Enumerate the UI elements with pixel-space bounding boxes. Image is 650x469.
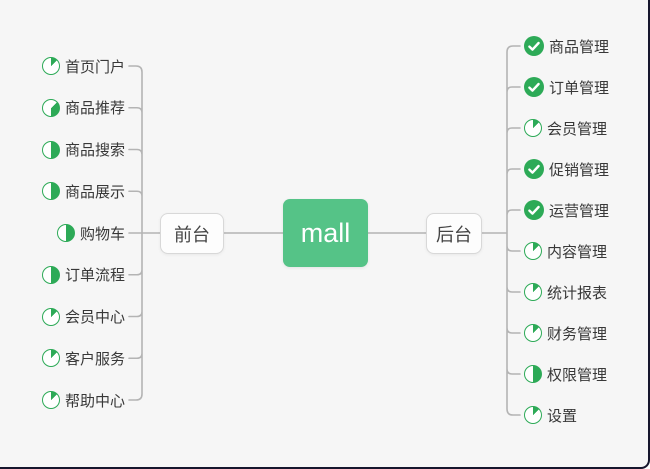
progress-pie-icon [524,406,542,424]
topic-label: 帮助中心 [64,392,125,410]
mindmap-topic-right-5[interactable]: 内容管理 [524,240,607,262]
node-mall[interactable]: mall [283,199,368,267]
done-check-icon [524,159,544,179]
progress-pie-icon [524,283,542,301]
topic-label: 设置 [547,407,578,425]
progress-pie-icon [41,391,60,409]
topic-label: 商品搜索 [64,142,125,159]
progress-pie-icon [524,365,542,383]
progress-pie-icon [41,98,60,117]
topic-label: 购物车 [79,225,125,243]
mindmap-topic-left-4[interactable]: 购物车 [56,222,125,244]
node-mall-label: mall [300,217,351,248]
progress-pie-icon [41,307,60,326]
node-frontend[interactable]: 前台 [160,213,224,254]
topic-label: 会员中心 [64,309,125,326]
topic-label: 订单管理 [549,79,610,97]
progress-pie-icon [41,182,60,201]
topic-label: 订单流程 [64,267,125,285]
mindmap-topic-left-1[interactable]: 商品推荐 [41,97,125,119]
topic-label: 内容管理 [547,243,608,261]
progress-pie-icon [41,349,60,368]
topic-label: 促销管理 [549,161,610,179]
mindmap-topic-left-2[interactable]: 商品搜索 [41,139,125,161]
mindmap-topic-right-8[interactable]: 权限管理 [524,363,607,385]
topic-label: 权限管理 [547,366,608,384]
mindmap-topic-right-7[interactable]: 财务管理 [524,322,607,344]
progress-pie-icon [41,265,60,284]
progress-pie-icon [524,242,542,260]
mindmap-topic-left-6[interactable]: 会员中心 [41,306,125,328]
progress-pie-icon [524,324,542,342]
topic-label: 会员管理 [547,120,608,138]
done-check-icon [524,36,544,56]
node-frontend-label: 前台 [174,224,210,245]
mindmap-topic-right-4[interactable]: 运营管理 [524,199,609,221]
progress-pie-icon [56,224,75,242]
mindmap-topic-left-5[interactable]: 订单流程 [41,264,125,286]
progress-pie-icon [524,119,542,137]
node-backend-label: 后台 [436,224,472,245]
topic-label: 财务管理 [547,325,608,343]
done-check-icon [524,200,544,220]
mindmap-topic-right-2[interactable]: 会员管理 [524,117,607,139]
done-check-icon [524,77,544,97]
topic-label: 统计报表 [547,284,608,302]
mindmap-topic-right-6[interactable]: 统计报表 [524,281,607,303]
topic-label: 商品展示 [64,183,125,201]
mindmap-topic-right-3[interactable]: 促销管理 [524,158,609,180]
topic-label: 客户服务 [64,350,125,368]
topic-label: 商品管理 [549,38,610,56]
node-backend[interactable]: 后台 [426,213,482,254]
mindmap-topic-left-0[interactable]: 首页门户 [41,55,125,77]
progress-pie-icon [41,140,60,159]
mindmap-topic-right-1[interactable]: 订单管理 [524,76,609,98]
topic-label: 首页门户 [64,58,125,76]
mindmap-topic-left-7[interactable]: 客户服务 [41,347,125,369]
topic-label: 商品推荐 [64,100,125,118]
topic-label: 运营管理 [549,202,610,220]
mindmap-topic-right-0[interactable]: 商品管理 [524,35,609,57]
progress-pie-icon [41,57,60,75]
mindmap-topic-right-9[interactable]: 设置 [524,404,577,426]
mindmap-topic-left-3[interactable]: 商品展示 [41,180,125,202]
mindmap-topic-left-8[interactable]: 帮助中心 [41,389,125,411]
